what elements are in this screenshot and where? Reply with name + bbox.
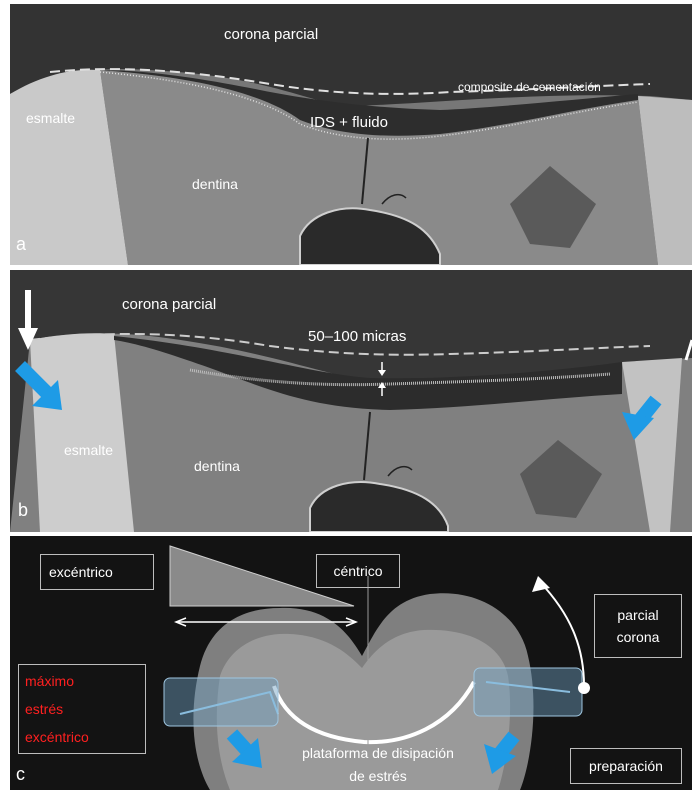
enamel-label: esmalte: [26, 110, 75, 126]
panel-letter: c: [16, 764, 25, 785]
panel-c: excéntrico céntrico parcial corona máxim…: [10, 536, 692, 790]
crown-box: parcial corona: [594, 594, 682, 658]
panel-b-image: [10, 270, 692, 532]
panel-a: corona parcial composite de cementación …: [10, 4, 692, 265]
eccentric-box: excéntrico: [40, 554, 154, 590]
crown-label: corona parcial: [224, 26, 318, 43]
dentin-label: dentina: [194, 458, 240, 474]
max-stress-line1: máximo: [25, 673, 74, 689]
crown-box-line1: parcial: [617, 607, 658, 623]
crown-label: corona parcial: [122, 296, 216, 313]
panel-a-image: [10, 4, 692, 265]
enamel-label: esmalte: [64, 442, 113, 458]
preparation-box: preparación: [570, 748, 682, 784]
platform-line2: de estrés: [296, 764, 460, 787]
platform-box: plataforma de disipación de estrés: [280, 742, 476, 790]
panel-letter: b: [18, 500, 28, 521]
ids-label: IDS + fluido: [310, 114, 388, 131]
max-stress-box: máximo estrés excéntrico: [18, 664, 146, 754]
panel-letter: a: [16, 234, 26, 255]
thickness-label: 50–100 micras: [308, 328, 406, 345]
dentin-label: dentina: [192, 176, 238, 192]
centric-box: céntrico: [316, 554, 400, 588]
crown-box-line2: corona: [617, 629, 660, 645]
cement-label: composite de cementación: [458, 80, 601, 94]
panel-b: corona parcial 50–100 micras esmalte den…: [10, 270, 692, 532]
max-stress-line3: excéntrico: [25, 729, 89, 745]
platform-line1: plataforma de disipación: [280, 742, 476, 764]
max-stress-line2: estrés: [25, 701, 63, 717]
